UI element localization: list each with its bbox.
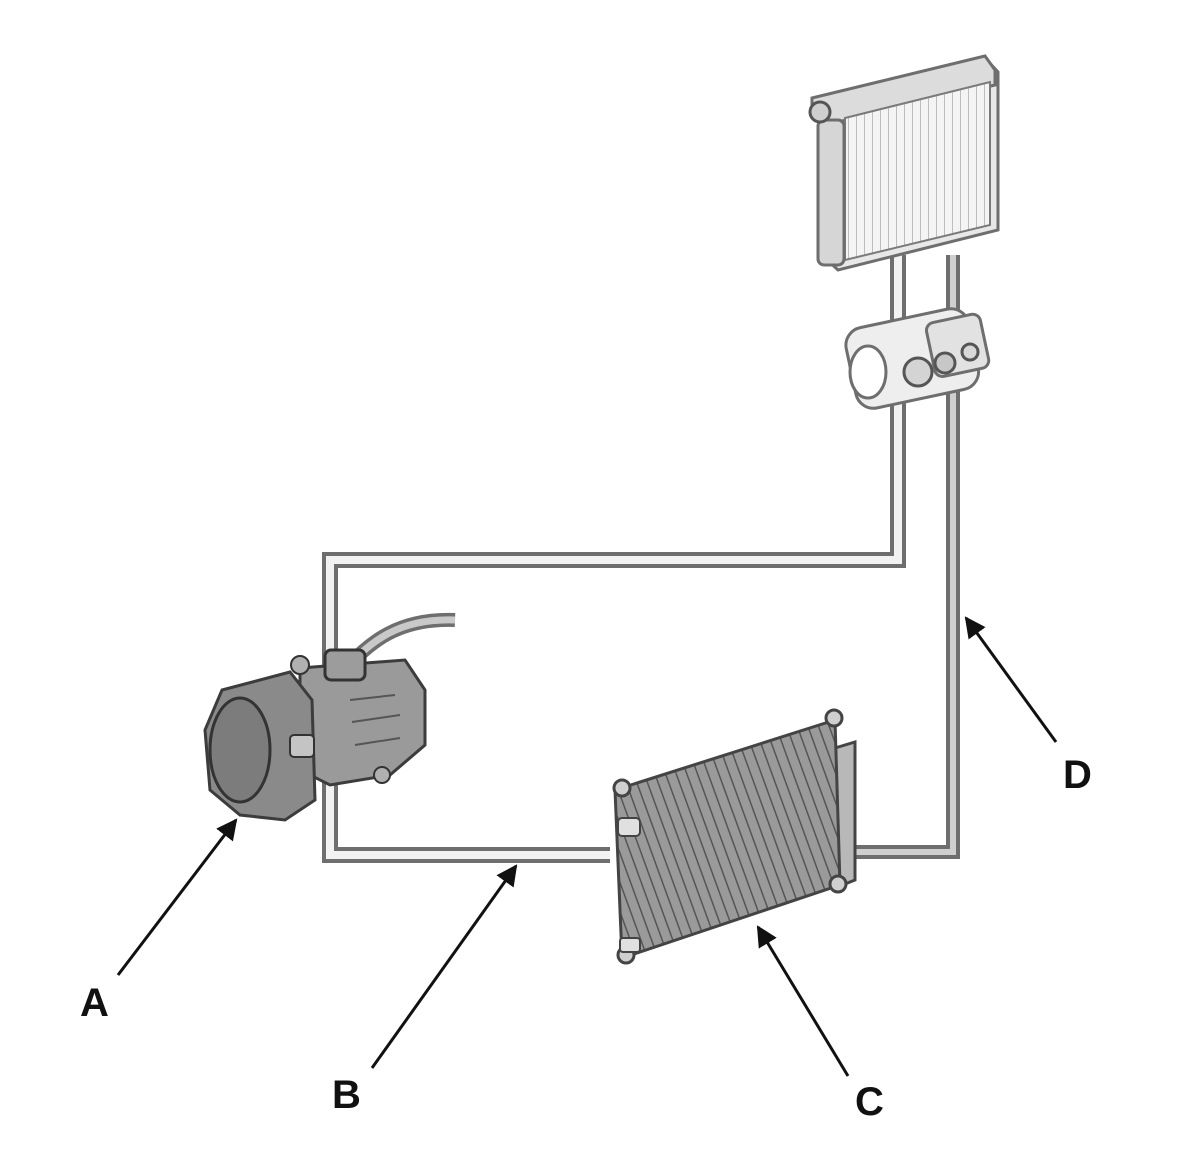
arrow-c [756, 925, 850, 1077]
label-d: D [1063, 753, 1092, 797]
condenser [612, 708, 857, 965]
callout-arrows [116, 616, 1058, 1077]
evaporator [808, 54, 1000, 272]
arrow-d [964, 616, 1058, 743]
compressor [203, 648, 427, 822]
suction-line [322, 255, 906, 863]
label-a: A [80, 981, 109, 1025]
callout-labels: A B C D [80, 753, 1092, 1124]
arrow-b [370, 864, 518, 1069]
label-b: B [332, 1073, 361, 1117]
expansion-valve [844, 307, 991, 410]
arrow-a [116, 818, 238, 976]
liquid-line [850, 255, 960, 859]
label-c: C [855, 1080, 884, 1124]
